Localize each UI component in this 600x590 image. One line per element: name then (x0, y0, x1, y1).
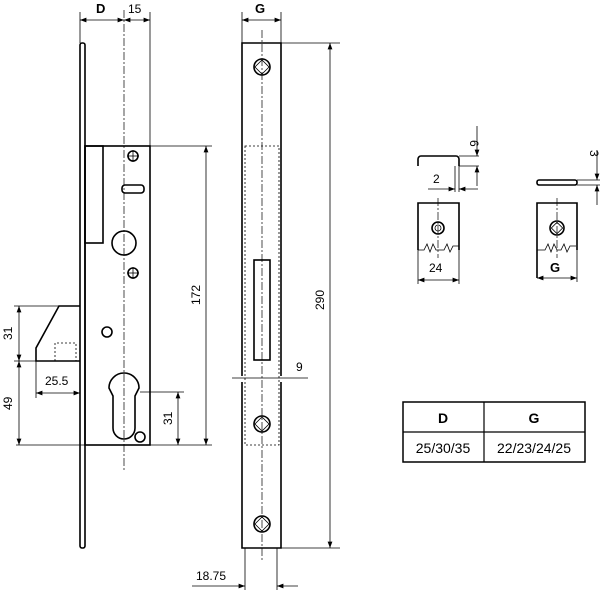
cylinder-hole (108, 372, 140, 440)
strike-plate-views: 6 2 24 3 G (417, 126, 600, 284)
u-clip (417, 155, 460, 166)
bolt (84, 145, 104, 244)
slot (121, 184, 145, 194)
dim-24: 24 (429, 261, 443, 275)
dim-9: 9 (296, 360, 303, 374)
screw-icon (101, 150, 146, 443)
table-cell-D: 25/30/35 (416, 440, 471, 456)
screw-icon (253, 58, 271, 533)
dim-290: 290 (313, 290, 327, 310)
dim-49: 49 (1, 396, 15, 410)
dim-25-5: 25.5 (45, 374, 69, 388)
faceplate-strip (241, 42, 282, 549)
dim-2: 2 (433, 172, 440, 186)
dimension-table: D G 25/30/35 22/23/24/25 (402, 401, 586, 463)
dim-31-latch: 31 (1, 326, 15, 340)
lock-body (84, 145, 151, 446)
dim-3: 3 (587, 150, 600, 157)
dim-172: 172 (189, 285, 203, 305)
spindle-hole (111, 230, 137, 256)
dim-D: D (96, 1, 105, 16)
dim-6: 6 (467, 140, 481, 147)
dim-31-cylinder: 31 (161, 411, 175, 425)
strike-plate-a (417, 202, 460, 250)
flat-plate (536, 179, 578, 186)
dim-18-75: 18.75 (196, 569, 226, 583)
dim-G-plate: G (550, 260, 560, 275)
dim-15: 15 (128, 2, 142, 16)
table-header-G: G (529, 410, 540, 426)
latch (35, 305, 80, 362)
faceplate-front-view: G 290 9 18.75 (192, 1, 340, 590)
dim-G: G (255, 1, 265, 16)
lock-side-view: D 15 172 31 31 49 25.5 (1, 1, 212, 549)
table-cell-G: 22/23/24/25 (497, 440, 571, 456)
table-header-D: D (438, 410, 448, 426)
